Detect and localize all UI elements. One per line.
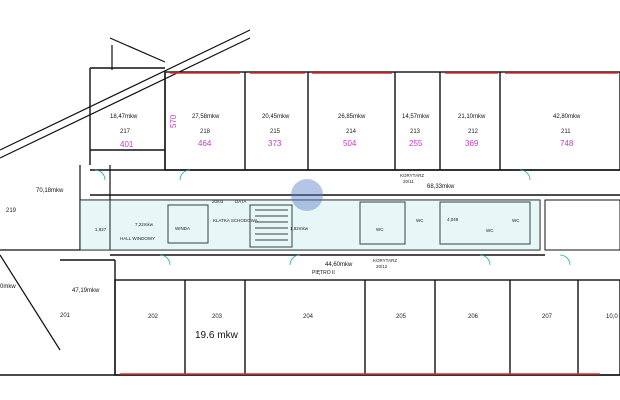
- room-number: 206: [468, 314, 479, 320]
- left-area: 70,18mkw: [36, 188, 64, 194]
- left-small-area: 0mkw: [0, 284, 16, 290]
- bottom-room-walls: [0, 254, 620, 376]
- core-area-3: 1,92mkw: [290, 226, 309, 231]
- corridor-label: KORYTARZ: [373, 258, 397, 263]
- bottom-left-number: 201: [60, 313, 71, 319]
- room-area: 14,57mkw: [402, 114, 430, 120]
- room-number: 202: [148, 314, 159, 320]
- corridor-area: 68,33mkw: [427, 184, 455, 190]
- room-code: 255: [409, 139, 423, 148]
- room-number: 218: [200, 129, 211, 135]
- core-tint: [80, 200, 540, 250]
- bottom-left-area: 47,19mkw: [72, 288, 100, 294]
- logo-watermark: [291, 179, 323, 211]
- corridor-code: 20/12: [376, 264, 388, 269]
- left-number: 219: [6, 208, 17, 214]
- core-data: DATA: [235, 199, 246, 204]
- room-area: 27,58mkw: [192, 114, 220, 120]
- room-code: 369: [465, 139, 479, 148]
- facade-accents: [120, 72, 618, 375]
- core-labels: 20/03 DATA KLATKA SCHODOWA WINDA 7,22mkw…: [95, 199, 520, 241]
- vertical-code: 570: [169, 114, 178, 128]
- stair-label: KLATKA SCHODOWA: [213, 218, 258, 223]
- floor-label: PIĘTRO II: [312, 270, 335, 276]
- diagonal-facade: [0, 29, 251, 159]
- core-area: 7,22mkw: [135, 222, 154, 227]
- room-code: 464: [198, 139, 212, 148]
- room-area: 26,85mkw: [338, 114, 366, 120]
- corridor-labels: KORYTARZ 20/11 68,33mkw KORYTARZ 20/12 4…: [312, 173, 455, 276]
- small-area: 4,049: [447, 217, 459, 222]
- room-number: 203: [212, 314, 223, 320]
- top-room-walls: [89, 67, 620, 196]
- core-code: 20/03: [212, 199, 224, 204]
- corridor-area: 44,60mkw: [325, 262, 353, 268]
- area-overlay-label: 19.6 mkw: [195, 330, 239, 341]
- room-number: 204: [303, 314, 314, 320]
- room-number: 212: [468, 129, 479, 135]
- bottom-room-labels: 202 203 204 205 206 207 19.6 mkw 10,0: [148, 314, 618, 341]
- room-number: 215: [270, 129, 281, 135]
- room-number: 217: [120, 129, 131, 135]
- left-labels: 70,18mkw 219 0mkw 47,19mkw 201: [0, 188, 100, 319]
- room-number: 207: [542, 314, 553, 320]
- room-area: 42,80mkw: [553, 114, 581, 120]
- door-markers: [94, 169, 571, 266]
- room-code: 748: [560, 139, 574, 148]
- room-number: 213: [410, 129, 421, 135]
- room-number: 214: [346, 129, 357, 135]
- room-number: 211: [561, 129, 571, 135]
- partial-area: 10,0: [606, 314, 618, 320]
- room-area: 18,47mkw: [110, 114, 138, 120]
- wc-label: WC: [512, 218, 520, 223]
- room-code: 373: [268, 139, 282, 148]
- wc-label: WC: [376, 227, 384, 232]
- wc-label: WC: [416, 218, 424, 223]
- room-code: 401: [120, 140, 134, 149]
- lift-label: WINDA: [175, 226, 190, 231]
- room-number: 205: [396, 314, 407, 320]
- top-room-labels: 18,47mkw 217 401 27,58mkw 218 464 20,45m…: [110, 114, 581, 149]
- room-area: 20,45mkw: [262, 114, 290, 120]
- room-area: 21,10mkw: [458, 114, 486, 120]
- wc-label: WC: [486, 228, 494, 233]
- core-area-2: 1,927: [95, 227, 107, 232]
- corridor-code: 20/11: [403, 179, 414, 184]
- room-code: 504: [343, 139, 357, 148]
- core-walls: [79, 199, 620, 251]
- corridor-label: KORYTARZ: [400, 173, 424, 178]
- hall-label: HALL WINDOWY: [120, 236, 155, 241]
